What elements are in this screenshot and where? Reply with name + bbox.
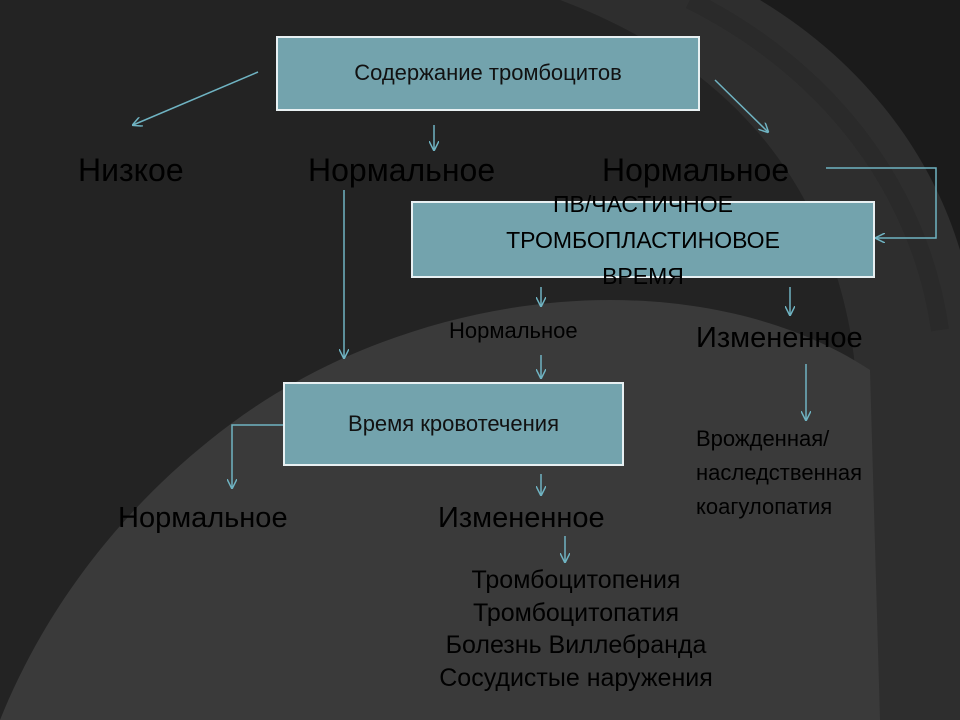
bleeding-normal-label: Нормальное xyxy=(118,502,288,534)
cause-item: Тромбоцитопения xyxy=(471,566,681,594)
congenital-line1: Врожденная/ xyxy=(696,426,830,451)
pt-ptt-box xyxy=(411,201,875,278)
low-label: Низкое xyxy=(78,152,184,188)
bleeding-time-box: Время кровотечения xyxy=(283,382,624,466)
normal-label-a: Нормальное xyxy=(308,152,496,188)
bleeding-time-label: Время кровотечения xyxy=(348,410,559,436)
normal-label-b: Нормальное xyxy=(602,152,790,188)
pt-changed-label: Измененное xyxy=(696,322,863,354)
congenital-line2: наследственная xyxy=(696,460,863,485)
congenital-line3: коагулопатия xyxy=(696,494,833,519)
bleeding-changed-label: Измененное xyxy=(438,502,605,534)
arrow-bleeding-to-normal xyxy=(232,424,284,488)
cause-item: Тромбоцитопатия xyxy=(472,598,679,627)
congenital-coagulopathy-label: Врожденная/ наследственная коагулопатия xyxy=(696,422,862,524)
pt-line2: ТРОМБОПЛАСТИНОВОЕ xyxy=(506,227,780,253)
pt-line3: ВРЕМЯ xyxy=(602,263,684,289)
cause-item: Сосудистые наружения xyxy=(439,663,713,692)
arrow-normal-b-to-pt xyxy=(826,167,937,238)
cause-item: Болезнь Виллебранда xyxy=(445,631,707,659)
platelet-count-label: Содержание тромбоцитов xyxy=(354,60,622,86)
arrow-to-low xyxy=(133,71,259,125)
pt-line1: ПВ/ЧАСТИЧНОЕ xyxy=(552,191,734,217)
causes-list: Тромбоцитопения Тромбоцитопатия Болезнь … xyxy=(386,564,766,694)
pt-ptt-label: ПВ/ЧАСТИЧНОЕ ТРОМБОПЛАСТИНОВОЕ ВРЕМЯ xyxy=(411,186,875,294)
arrow-to-normal-b xyxy=(714,79,768,132)
platelet-count-box: Содержание тромбоцитов xyxy=(276,36,700,111)
pt-normal-label: Нормальное xyxy=(449,318,578,343)
